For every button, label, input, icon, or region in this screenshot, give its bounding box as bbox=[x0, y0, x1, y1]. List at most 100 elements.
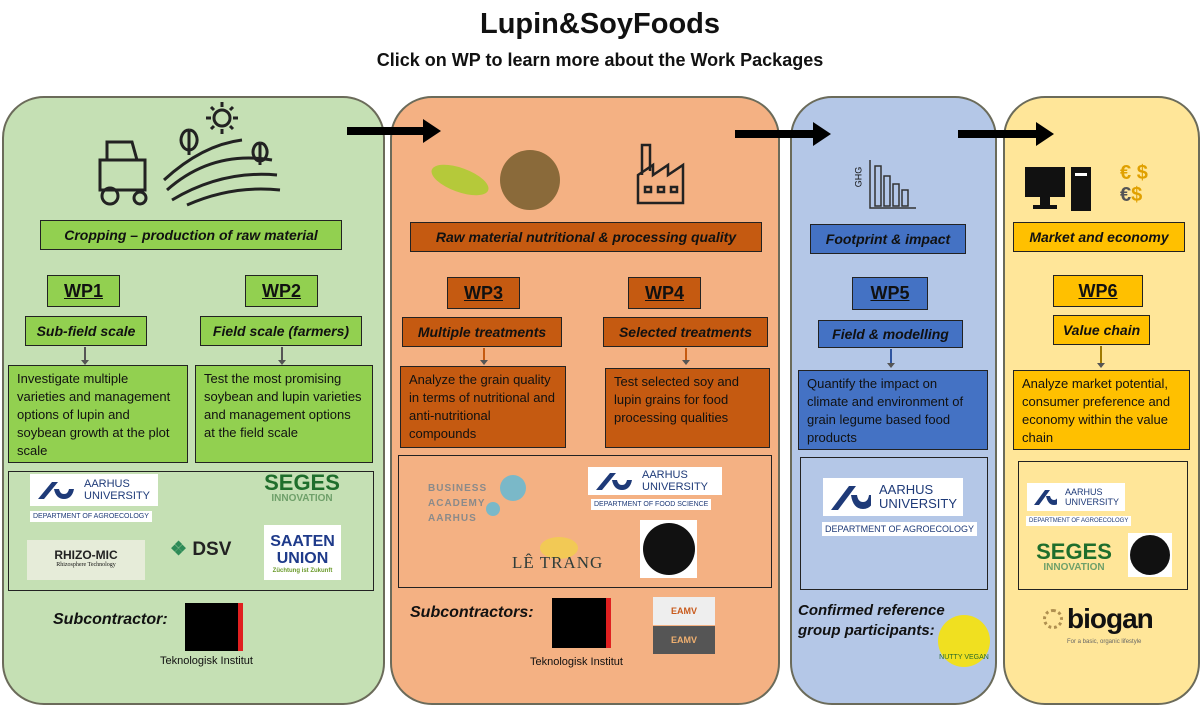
wp5-button[interactable]: WP5 bbox=[852, 277, 928, 310]
euro-icon: € bbox=[1120, 184, 1132, 206]
wp6-description: Analyze market potential, consumer prefe… bbox=[1013, 370, 1190, 450]
wp3-scale: Multiple treatments bbox=[402, 317, 562, 347]
wp3-button[interactable]: WP3 bbox=[447, 277, 520, 309]
teknologisk-institut-logo bbox=[552, 598, 611, 648]
stage-banner: Footprint & impact bbox=[810, 224, 966, 254]
au-text: UNIVERSITY bbox=[84, 490, 151, 502]
subcontractor-name: Teknologisk Institut bbox=[160, 655, 253, 667]
dsv-text: DSV bbox=[192, 539, 232, 560]
saaten-text: Züchtung ist Zukunft bbox=[272, 568, 333, 574]
wp5-scale: Field & modelling bbox=[818, 320, 963, 348]
reference-group-label: Confirmed reference group participants: bbox=[798, 602, 945, 639]
baa-text: BUSINESS bbox=[428, 483, 488, 494]
wp6-scale: Value chain bbox=[1053, 315, 1150, 345]
nutty-vegan-logo: NUTTY VEGAN bbox=[938, 615, 990, 667]
connector-arrow-icon bbox=[1097, 346, 1104, 368]
partner-logos bbox=[800, 457, 988, 590]
nutty-text: NUTTY VEGAN bbox=[939, 654, 989, 661]
subcontractor-name: Teknologisk Institut bbox=[530, 656, 623, 668]
business-academy-aarhus-logo: BUSINESS ACADEMY AARHUS bbox=[428, 481, 487, 526]
connector-arrow-icon bbox=[682, 348, 689, 365]
lemon-icon bbox=[540, 537, 578, 559]
baa-text: ACADEMY bbox=[428, 498, 486, 509]
teknologisk-institut-logo bbox=[185, 603, 243, 651]
pea-soy-factory-icon bbox=[431, 143, 685, 210]
saaten-text: UNION bbox=[276, 550, 329, 567]
wp6-button[interactable]: WP6 bbox=[1053, 275, 1143, 307]
au-text: AARHUS bbox=[84, 478, 130, 490]
au-department: DEPARTMENT OF AGROECOLOGY bbox=[30, 511, 152, 522]
wp2-description: Test the most promising soybean and lupi… bbox=[195, 365, 373, 463]
partner-logos bbox=[398, 455, 772, 588]
connector-arrow-icon bbox=[278, 347, 285, 365]
ghg-label: GHG bbox=[853, 166, 864, 188]
seges-text: INNOVATION bbox=[271, 493, 333, 504]
stage-banner: Market and economy bbox=[1013, 222, 1185, 252]
round-partner-logo bbox=[640, 520, 697, 578]
partner-logos bbox=[1018, 461, 1188, 590]
flow-arrow-icon bbox=[735, 122, 831, 146]
wp1-button[interactable]: WP1 bbox=[47, 275, 120, 307]
tractor-field-sun-icon bbox=[98, 102, 281, 207]
au-department: DEPARTMENT OF AGROECOLOGY bbox=[1026, 516, 1132, 526]
seges-text: SEGES bbox=[264, 470, 340, 495]
au-text: AARHUS bbox=[642, 469, 688, 481]
au-text: AARHUS bbox=[878, 482, 934, 497]
dollar-icon: $ bbox=[1136, 162, 1148, 184]
wp4-button[interactable]: WP4 bbox=[628, 277, 701, 309]
euro-icon: € bbox=[1120, 162, 1132, 184]
page-title: Lupin&SoyFoods bbox=[479, 8, 721, 40]
seges-text: INNOVATION bbox=[1043, 562, 1105, 573]
subcontractor-label: Subcontractor: bbox=[53, 611, 168, 628]
au-department: DEPARTMENT OF AGROECOLOGY bbox=[822, 522, 978, 536]
bubble-icon bbox=[500, 475, 526, 501]
currency-icon: € $€$ bbox=[1120, 162, 1148, 206]
au-department: DEPARTMENT OF FOOD SCIENCE bbox=[591, 499, 712, 510]
wp5-description: Quantify the impact on climate and envir… bbox=[798, 370, 988, 450]
dollar-icon: $ bbox=[1131, 184, 1143, 206]
au-text: UNIVERSITY bbox=[1064, 497, 1119, 507]
au-text: UNIVERSITY bbox=[878, 496, 957, 511]
bar-chart-icon bbox=[869, 160, 916, 209]
wp3-description: Analyze the grain quality in terms of nu… bbox=[400, 366, 566, 448]
bubble-icon bbox=[486, 502, 500, 516]
wp1-scale: Sub-field scale bbox=[25, 316, 147, 346]
subcontractors-label: Subcontractors: bbox=[410, 604, 534, 621]
seges-text: SEGES bbox=[1036, 539, 1112, 564]
wp2-scale: Field scale (farmers) bbox=[200, 316, 362, 346]
le-trang-logo: LÊ TRANG bbox=[512, 553, 604, 572]
connector-arrow-icon bbox=[81, 347, 88, 365]
rhizo-text: Rhizosphere Technology bbox=[56, 562, 116, 568]
stage-banner: Raw material nutritional & processing qu… bbox=[410, 222, 762, 252]
connector-arrow-icon bbox=[887, 349, 894, 368]
partner-logos bbox=[8, 471, 374, 591]
eamv-logo: EAMV bbox=[653, 626, 715, 654]
computer-icon bbox=[1025, 167, 1091, 211]
page-subtitle: Click on WP to learn more about the Work… bbox=[376, 50, 824, 70]
au-text: AARHUS bbox=[1064, 487, 1103, 497]
wp2-button[interactable]: WP2 bbox=[245, 275, 318, 307]
biogan-text: biogan bbox=[1067, 603, 1154, 634]
wp4-scale: Selected treatments bbox=[603, 317, 768, 347]
saaten-text: SAATEN bbox=[270, 533, 335, 550]
wp4-description: Test selected soy and lupin grains for f… bbox=[605, 368, 770, 448]
biogan-tagline: For a basic, organic lifestyle bbox=[1067, 639, 1142, 645]
eamv-logo: EAMV bbox=[653, 597, 715, 625]
au-text: UNIVERSITY bbox=[642, 481, 709, 493]
wp1-description: Investigate multiple varieties and manag… bbox=[8, 365, 188, 463]
dsv-logo: ❖ DSV bbox=[170, 539, 232, 560]
flow-arrow-icon bbox=[958, 122, 1054, 146]
baa-text: AARHUS bbox=[428, 513, 477, 524]
biogan-logo: biogan bbox=[1043, 603, 1154, 635]
round-partner-logo bbox=[1128, 533, 1172, 577]
flow-arrow-icon bbox=[347, 119, 441, 143]
stage-banner: Cropping – production of raw material bbox=[40, 220, 342, 250]
